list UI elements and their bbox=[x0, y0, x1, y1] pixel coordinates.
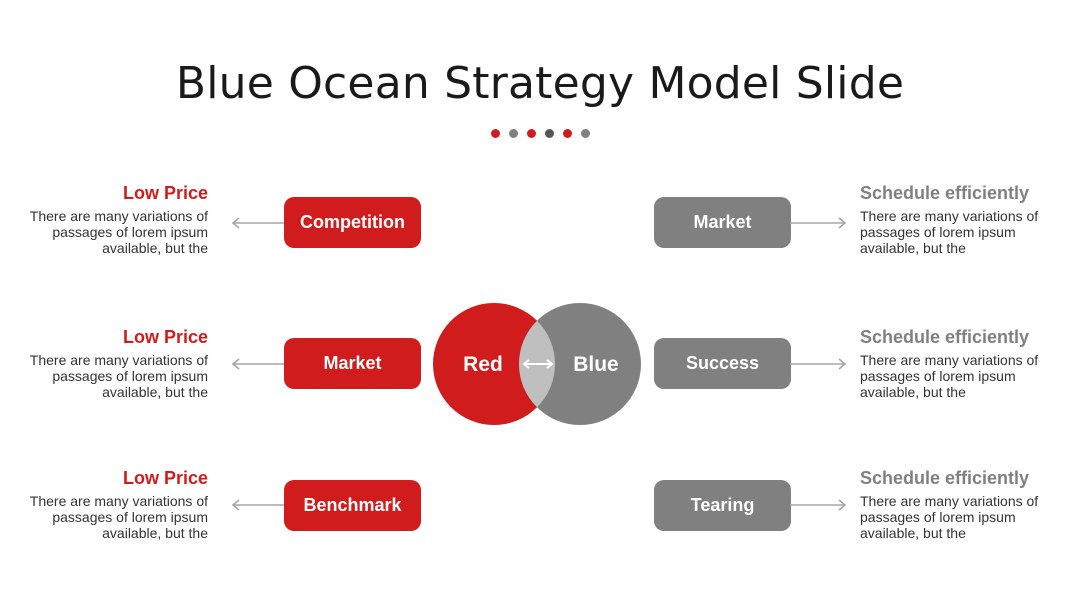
dot bbox=[544, 129, 554, 138]
right-arrow-icon bbox=[790, 358, 848, 370]
right-text-2: There are many variations of passages of… bbox=[860, 352, 1039, 400]
left-text-2: There are many variations of passages of… bbox=[29, 352, 208, 400]
left-desc-3: Low Price There are many variations of p… bbox=[8, 468, 208, 541]
left-arrow-icon bbox=[230, 499, 286, 511]
left-heading-1: Low Price bbox=[122, 183, 208, 203]
success-box: Success bbox=[654, 338, 791, 389]
right-heading-2: Schedule efficiently bbox=[860, 327, 1030, 347]
market-box-right: Market bbox=[654, 197, 791, 248]
right-arrow-icon bbox=[790, 499, 848, 511]
left-arrow-icon bbox=[230, 217, 286, 229]
right-desc-3: Schedule efficiently There are many vari… bbox=[860, 468, 1060, 541]
right-text-1: There are many variations of passages of… bbox=[860, 208, 1039, 256]
right-text-3: There are many variations of passages of… bbox=[860, 493, 1039, 541]
competition-box: Competition bbox=[284, 197, 421, 248]
venn-red-label: Red bbox=[463, 353, 503, 376]
red-circle bbox=[433, 303, 555, 425]
double-arrow-icon bbox=[522, 359, 554, 369]
market-box: Market bbox=[284, 338, 421, 389]
tearing-box: Tearing bbox=[654, 480, 791, 531]
slide-title: Blue Ocean Strategy Model Slide bbox=[175, 58, 905, 109]
right-desc-1: Schedule efficiently There are many vari… bbox=[860, 183, 1060, 256]
right-heading-3: Schedule efficiently bbox=[860, 468, 1030, 488]
dot bbox=[562, 129, 572, 138]
venn-diagram: Red Blue bbox=[432, 302, 644, 433]
left-heading-3: Low Price bbox=[122, 468, 208, 488]
right-heading-1: Schedule efficiently bbox=[860, 183, 1030, 203]
left-desc-1: Low Price There are many variations of p… bbox=[8, 183, 208, 256]
left-desc-2: Low Price There are many variations of p… bbox=[8, 327, 208, 400]
right-desc-2: Schedule efficiently There are many vari… bbox=[860, 327, 1060, 400]
left-text-1: There are many variations of passages of… bbox=[29, 208, 208, 256]
right-arrow-icon bbox=[790, 217, 848, 229]
left-text-3: There are many variations of passages of… bbox=[29, 493, 208, 541]
decorative-dots bbox=[0, 129, 1080, 138]
dot bbox=[508, 129, 518, 138]
benchmark-box: Benchmark bbox=[284, 480, 421, 531]
blue-circle bbox=[519, 303, 641, 425]
venn-blue-label: Blue bbox=[573, 353, 619, 376]
dot bbox=[526, 129, 536, 138]
dot bbox=[580, 129, 590, 138]
left-heading-2: Low Price bbox=[122, 327, 208, 347]
dot bbox=[490, 129, 500, 138]
left-arrow-icon bbox=[230, 358, 286, 370]
